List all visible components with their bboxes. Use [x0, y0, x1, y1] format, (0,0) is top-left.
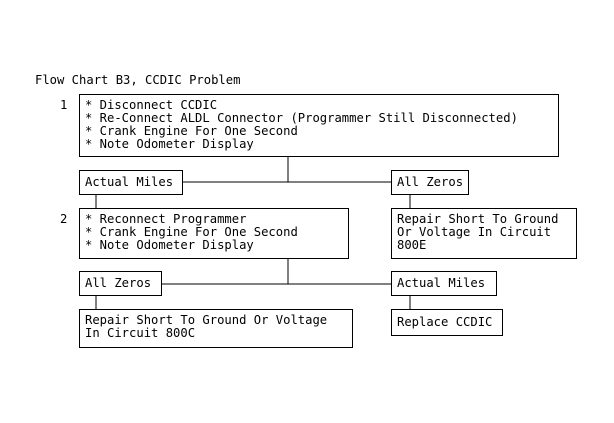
result-replace-ccdic: Replace CCDIC	[391, 309, 503, 336]
step-2-line: * Crank Engine For One Second	[85, 225, 298, 239]
outcome-all-zeros-1: All Zeros	[391, 170, 469, 195]
step-number-1: 1	[60, 98, 68, 112]
step-1-line: * Note Odometer Display	[85, 137, 254, 151]
step-2-line: * Reconnect Programmer	[85, 212, 247, 226]
result-repair-800e: Repair Short To Ground Or Voltage In Cir…	[391, 208, 577, 259]
step-1-line: * Re-Connect ALDL Connector (Programmer …	[85, 111, 518, 125]
chart-title: Flow Chart B3, CCDIC Problem	[35, 73, 241, 87]
outcome-actual-miles-1: Actual Miles	[79, 170, 183, 195]
step-2-line: * Note Odometer Display	[85, 238, 254, 252]
step-number-2: 2	[60, 212, 68, 226]
outcome-all-zeros-2: All Zeros	[79, 271, 162, 296]
step-1-line: * Crank Engine For One Second	[85, 124, 298, 138]
outcome-actual-miles-2: Actual Miles	[391, 271, 497, 296]
step-2-box: * Reconnect Programmer * Crank Engine Fo…	[79, 208, 349, 259]
result-repair-800c: Repair Short To Ground Or Voltage In Cir…	[79, 309, 353, 348]
step-1-box: * Disconnect CCDIC * Re-Connect ALDL Con…	[79, 94, 559, 157]
step-1-line: * Disconnect CCDIC	[85, 98, 218, 112]
